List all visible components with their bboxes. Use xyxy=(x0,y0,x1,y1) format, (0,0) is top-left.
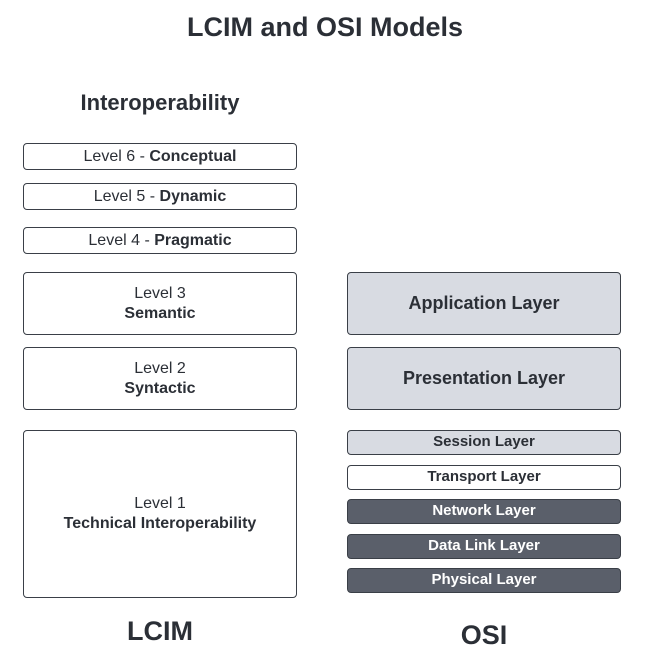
level-number: Level 5 xyxy=(93,187,146,205)
level-name: Technical Interoperability xyxy=(63,515,257,532)
lcim-level-2: Level 2 Syntactic xyxy=(23,347,297,410)
lcim-level-4: Level 4 - Pragmatic xyxy=(23,227,297,254)
layer-name: Transport Layer xyxy=(427,468,541,486)
osi-transport-layer: Transport Layer xyxy=(347,465,621,490)
lcim-footer-label: LCIM xyxy=(127,616,193,646)
level-name: Pragmatic xyxy=(154,231,232,249)
layer-name: Presentation Layer xyxy=(402,368,566,389)
lcim-heading: Interoperability xyxy=(80,90,240,115)
level-number: Level 2 xyxy=(134,359,186,377)
level-name: Conceptual xyxy=(149,147,237,165)
layer-name: Data Link Layer xyxy=(428,537,540,555)
level-separator: - xyxy=(145,187,160,205)
lcim-level-3: Level 3 Semantic xyxy=(23,272,297,335)
osi-session-layer: Session Layer xyxy=(347,430,621,455)
osi-application-layer: Application Layer xyxy=(347,272,621,335)
level-number: Level 4 xyxy=(88,231,140,249)
level-name: Syntactic xyxy=(124,379,196,397)
lcim-level-6: Level 6 - Conceptual xyxy=(23,143,297,170)
level-name: Dynamic xyxy=(159,187,227,205)
layer-name: Application Layer xyxy=(408,293,560,314)
level-name: Semantic xyxy=(124,304,196,322)
osi-presentation-layer: Presentation Layer xyxy=(347,347,621,410)
osi-network-layer: Network Layer xyxy=(347,499,621,524)
osi-footer-label: OSI xyxy=(460,620,508,650)
osi-physical-layer: Physical Layer xyxy=(347,568,621,593)
layer-name: Physical Layer xyxy=(431,571,537,589)
level-separator: - xyxy=(135,147,150,165)
osi-data-link-layer: Data Link Layer xyxy=(347,534,621,559)
level-separator: - xyxy=(140,231,155,249)
lcim-level-5: Level 5 - Dynamic xyxy=(23,183,297,210)
level-number: Level 1 xyxy=(134,495,186,512)
level-number: Level 3 xyxy=(134,284,186,302)
level-number: Level 6 xyxy=(83,147,136,165)
lcim-level-1: Level 1 Technical Interoperability xyxy=(23,430,297,598)
diagram-title: LCIM and OSI Models xyxy=(186,12,463,42)
layer-name: Network Layer xyxy=(432,502,536,520)
layer-name: Session Layer xyxy=(433,433,535,451)
